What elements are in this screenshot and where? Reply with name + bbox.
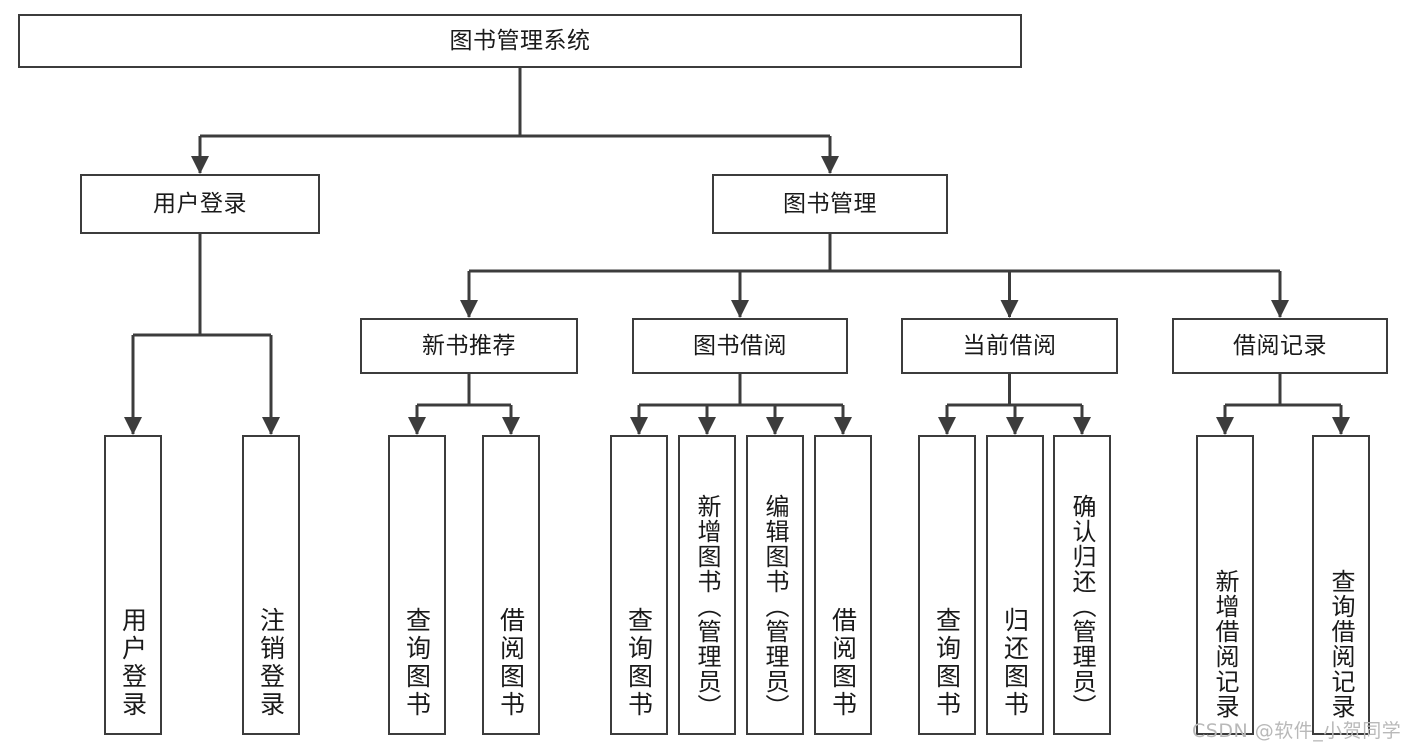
arrow-head-leaf-add-book	[698, 417, 716, 435]
node-label: 图书管理	[783, 190, 877, 217]
arrow-head-leaf-add-record	[1216, 417, 1234, 435]
node-leaf-query-book-borrow[interactable]: 查询图书	[610, 435, 668, 735]
node-borrow-record[interactable]: 借阅记录	[1172, 318, 1388, 374]
node-leaf-logout[interactable]: 注销登录	[242, 435, 300, 735]
node-leaf-query-book-current[interactable]: 查询图书	[918, 435, 976, 735]
node-current-borrow[interactable]: 当前借阅	[901, 318, 1118, 374]
node-new-book-rec[interactable]: 新书推荐	[360, 318, 578, 374]
node-label: 新书推荐	[422, 332, 516, 359]
node-label: 注销登录	[256, 607, 286, 719]
node-label: 图书借阅	[693, 332, 787, 359]
node-book-borrow[interactable]: 图书借阅	[632, 318, 848, 374]
node-label: 用户登录	[118, 607, 148, 719]
watermark: CSDN @软件_小贺同学	[1192, 720, 1402, 742]
node-leaf-add-record[interactable]: 新增借阅记录	[1196, 435, 1254, 735]
node-label: 确认归还（管理员）	[1068, 494, 1096, 719]
arrow-head-book-borrow	[731, 300, 749, 318]
node-label: 图书管理系统	[449, 27, 591, 54]
node-leaf-return-book[interactable]: 归还图书	[986, 435, 1044, 735]
arrow-head-leaf-edit-book	[766, 417, 784, 435]
node-label: 当前借阅	[962, 332, 1057, 359]
node-book-manage[interactable]: 图书管理	[712, 174, 948, 234]
node-label: 归还图书	[1000, 607, 1030, 719]
arrow-head-leaf-query-book-current	[938, 417, 956, 435]
node-label: 新增图书（管理员）	[693, 494, 721, 719]
node-label: 新增借阅记录	[1211, 569, 1239, 719]
node-leaf-borrow-book[interactable]: 借阅图书	[814, 435, 872, 735]
node-label: 编辑图书（管理员）	[761, 494, 789, 719]
node-label: 查询图书	[932, 607, 962, 719]
node-label: 用户登录	[153, 190, 247, 217]
arrow-head-book-manage	[821, 156, 839, 174]
node-label: 借阅图书	[496, 607, 526, 719]
node-label: 查询借阅记录	[1327, 569, 1355, 719]
node-label: 借阅图书	[828, 607, 858, 719]
node-leaf-borrow-book-rec[interactable]: 借阅图书	[482, 435, 540, 735]
node-label: 查询图书	[402, 607, 432, 719]
node-root[interactable]: 图书管理系统	[18, 14, 1022, 68]
node-user-login[interactable]: 用户登录	[80, 174, 320, 234]
arrow-head-leaf-return-book	[1006, 417, 1024, 435]
node-label: 借阅记录	[1233, 332, 1327, 359]
arrow-head-current-borrow	[1000, 300, 1019, 318]
node-label: 查询图书	[624, 607, 654, 719]
arrow-head-new-book-rec	[460, 300, 478, 318]
node-leaf-query-record[interactable]: 查询借阅记录	[1312, 435, 1370, 735]
node-leaf-add-book[interactable]: 新增图书（管理员）	[678, 435, 736, 735]
arrow-head-leaf-borrow-book	[834, 417, 852, 435]
arrow-head-leaf-confirm-return	[1073, 417, 1091, 435]
arrow-head-leaf-user-login	[124, 417, 142, 435]
arrow-head-leaf-query-book-rec	[408, 417, 426, 435]
node-leaf-user-login[interactable]: 用户登录	[104, 435, 162, 735]
node-leaf-confirm-return[interactable]: 确认归还（管理员）	[1053, 435, 1111, 735]
arrow-head-leaf-logout	[262, 417, 280, 435]
node-leaf-edit-book[interactable]: 编辑图书（管理员）	[746, 435, 804, 735]
arrow-head-leaf-query-book-borrow	[630, 417, 648, 435]
arrow-head-user-login	[191, 156, 209, 174]
arrow-head-leaf-query-record	[1332, 417, 1350, 435]
arrow-head-leaf-borrow-book-rec	[502, 417, 520, 435]
arrow-head-borrow-record	[1271, 300, 1289, 318]
node-leaf-query-book-rec[interactable]: 查询图书	[388, 435, 446, 735]
